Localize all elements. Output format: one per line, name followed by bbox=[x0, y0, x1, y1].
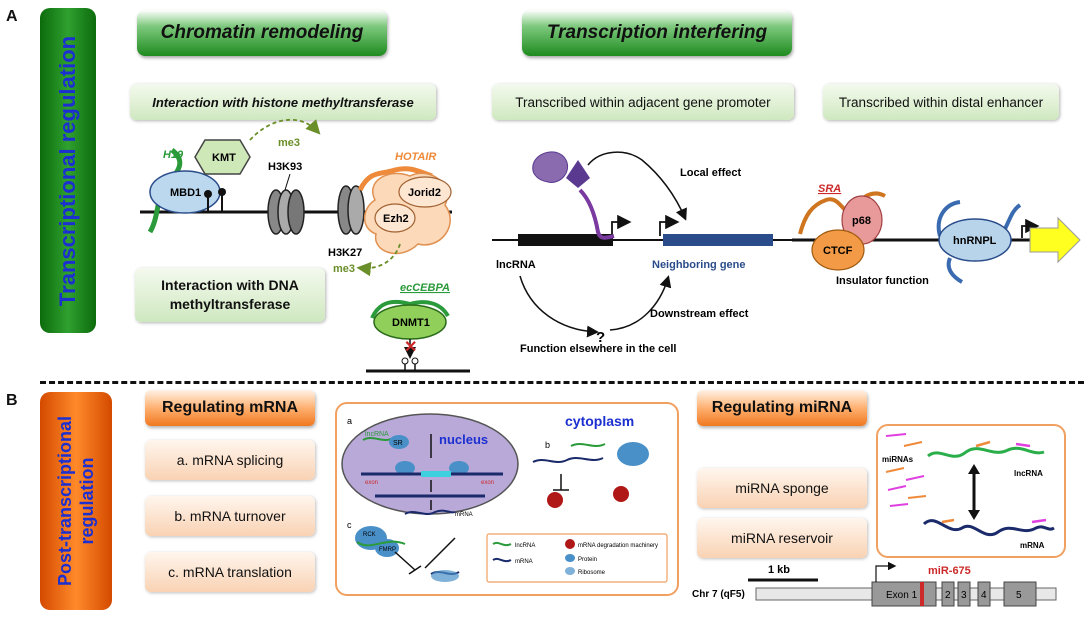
post-transcriptional-side-label: Post-transcriptional regulation bbox=[40, 392, 112, 610]
nucleus-label: nucleus bbox=[439, 432, 488, 447]
exon5-label: 5 bbox=[1016, 590, 1022, 601]
kmt-label: KMT bbox=[212, 152, 236, 164]
mirna-reservoir-item: miRNA reservoir bbox=[697, 518, 867, 558]
sra-label: SRA bbox=[818, 183, 841, 195]
panel-letter-a: A bbox=[6, 8, 18, 25]
transcriptional-side-label: Transcriptional regulation bbox=[40, 8, 96, 333]
mrna-turnover-item: b. mRNA turnover bbox=[145, 496, 315, 536]
nucleus-shape bbox=[341, 413, 519, 515]
histone-methyltransferase-subheader: Interaction with histone methyltransfera… bbox=[130, 84, 436, 120]
mir675-label: miR-675 bbox=[928, 565, 971, 577]
cytoplasm-label: cytoplasm bbox=[565, 413, 634, 429]
mrna-translation-item: c. mRNA translation bbox=[145, 552, 315, 592]
label-b: b bbox=[545, 440, 550, 450]
mrna-mechanism-diagram: cytoplasm nucleus a b c lncRNA SR exon e… bbox=[341, 413, 668, 583]
legend-lncrna: lncRNA bbox=[515, 543, 535, 549]
section-a-diagram: H19 MBD1 KMT me3 H3K93 HOTAIR Jorid2 Ezh… bbox=[140, 118, 1081, 373]
exon1-box bbox=[871, 581, 937, 607]
jorid2-shape bbox=[398, 176, 452, 208]
p68-label: p68 bbox=[852, 215, 871, 227]
hotair-rna bbox=[357, 166, 433, 192]
neighboring-gene-box bbox=[663, 234, 773, 246]
dnmt1-label: DNMT1 bbox=[392, 317, 430, 329]
fmrp-label: FMRP bbox=[379, 547, 396, 553]
block-x-icon: ✕ bbox=[404, 339, 417, 356]
gene-structure-diagram: 1 kb Chr 7 (qF5) Exon 1 miR-675 2 3 4 5 bbox=[692, 561, 1057, 607]
mirna-box-lncrna-label: lncRNA bbox=[1014, 469, 1043, 478]
question-mark: ? bbox=[596, 329, 605, 346]
me3-bottom-label: me3 bbox=[333, 263, 355, 275]
dna-sub-line-1: Interaction with DNA bbox=[161, 277, 299, 293]
mbd1-label: MBD1 bbox=[170, 187, 201, 199]
exon3-label: 3 bbox=[961, 590, 967, 601]
post-line-2: regulation bbox=[77, 457, 97, 545]
label-a: a bbox=[347, 416, 352, 426]
ezh2-shape bbox=[374, 203, 416, 233]
mirna-mechanism-box bbox=[876, 424, 1066, 558]
mirna-sponge-item: miRNA sponge bbox=[697, 468, 867, 508]
sr-label-1: SR bbox=[393, 440, 403, 447]
adj-lncrna-label: lncRNA bbox=[496, 259, 536, 271]
legend-mrna: mRNA bbox=[515, 559, 533, 565]
h3k27-label: H3K27 bbox=[328, 247, 362, 259]
rck-label: RCK bbox=[363, 532, 376, 538]
mirna-mechanism-diagram: miRNAs lncRNA mRNA bbox=[882, 433, 1055, 550]
exon1-label: Exon 1 bbox=[886, 590, 918, 601]
legend-degradation: mRNA degradation machinery bbox=[578, 543, 658, 549]
h19-label: H19 bbox=[163, 149, 184, 161]
mrna-splicing-item: a. mRNA splicing bbox=[145, 440, 315, 480]
distal-enhancer-subheader: Transcribed within distal enhancer bbox=[823, 84, 1059, 120]
mir675-mark bbox=[920, 582, 924, 606]
gene-arrow-yellow bbox=[1029, 216, 1081, 264]
dna-sub-line-2: methyltransferase bbox=[169, 296, 291, 312]
adjacent-promoter-subheader: Transcribed within adjacent gene promote… bbox=[492, 84, 794, 120]
exon3-box bbox=[957, 581, 971, 607]
me3-top-label: me3 bbox=[278, 137, 300, 149]
legend-protein: Protein bbox=[578, 557, 597, 563]
transcription-interfering-header: Transcription interfering bbox=[522, 10, 792, 56]
nucleus-mrna-label: mRNA bbox=[455, 512, 473, 518]
box-lncrna-label: lncRNA bbox=[365, 431, 389, 438]
insulator-label: Insulator function bbox=[836, 275, 929, 287]
exon5-box bbox=[1003, 581, 1037, 607]
exon4-label: 4 bbox=[981, 590, 987, 601]
hotair-label: HOTAIR bbox=[395, 151, 436, 163]
post-transcriptional-text: Post-transcriptional regulation bbox=[54, 416, 98, 586]
hnrnpl-shape bbox=[938, 218, 1012, 262]
mirna-box-mrna-label: mRNA bbox=[1020, 541, 1045, 550]
legend-ribosome: Ribosome bbox=[578, 570, 606, 576]
scale-label: 1 kb bbox=[768, 564, 790, 576]
eccebpa-label: ecCEBPA bbox=[400, 282, 450, 294]
regulating-mrna-header: Regulating mRNA bbox=[145, 390, 315, 426]
exon-label-2: exon bbox=[481, 480, 494, 486]
downstream-effect-label: Downstream effect bbox=[650, 308, 749, 320]
panel-letter-b: B bbox=[6, 392, 18, 409]
exon4-box bbox=[977, 581, 991, 607]
lncrna-gene-box bbox=[518, 234, 613, 246]
ctcf-shape bbox=[811, 229, 865, 271]
jorid2-label: Jorid2 bbox=[408, 187, 441, 199]
post-line-1: Post-transcriptional bbox=[55, 415, 75, 587]
chr-label: Chr 7 (qF5) bbox=[692, 589, 745, 600]
chromatin-remodeling-header: Chromatin remodeling bbox=[137, 10, 387, 56]
exon-label-1: exon bbox=[365, 480, 378, 486]
section-divider bbox=[40, 381, 1084, 384]
mirnas-label: miRNAs bbox=[882, 455, 914, 464]
function-elsewhere-label: Function elsewhere in the cell bbox=[520, 343, 676, 355]
dna-methyltransferase-subheader: Interaction with DNA methyltransferase bbox=[135, 268, 325, 322]
local-effect-label: Local effect bbox=[680, 167, 741, 179]
label-c: c bbox=[347, 520, 352, 530]
regulating-mirna-header: Regulating miRNA bbox=[697, 390, 867, 426]
ezh2-label: Ezh2 bbox=[383, 213, 409, 225]
kmt-shape bbox=[194, 139, 251, 175]
exon2-box bbox=[941, 581, 955, 607]
neighboring-gene-label: Neighboring gene bbox=[652, 259, 746, 271]
hnrnpl-label: hnRNPL bbox=[953, 235, 997, 247]
exon2-label: 2 bbox=[945, 590, 951, 601]
ctcf-label: CTCF bbox=[823, 245, 853, 257]
h3k93-label: H3K93 bbox=[268, 161, 302, 173]
